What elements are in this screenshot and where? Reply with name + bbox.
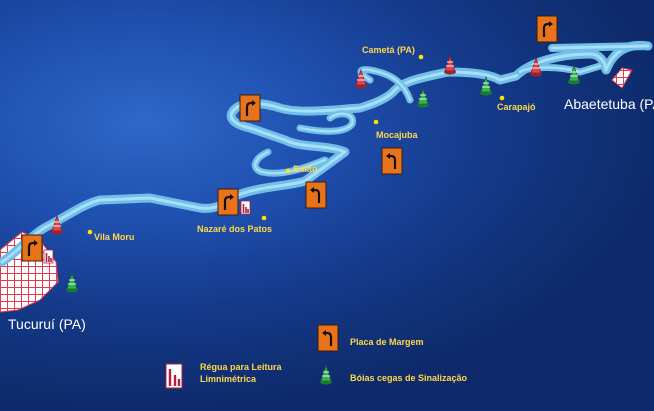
green-buoy-icon [65, 273, 79, 293]
city-dot-cameta [418, 54, 424, 60]
endpoint-label-tucurui: Tucuruí (PA) [8, 316, 86, 332]
endpoint-label-abaetetuba: Abaetetuba (PA [564, 96, 654, 112]
green-buoy-icon [416, 88, 430, 108]
warning-sign-icon [304, 180, 328, 210]
warning-sign-icon [380, 146, 404, 176]
city-label-carapajo: Carapajó [497, 102, 536, 112]
legend-sign-icon [316, 323, 340, 353]
city-label-baiao: Baião [293, 164, 318, 174]
city-label-cameta: Cametá (PA) [362, 45, 415, 55]
red-buoy-icon [443, 55, 457, 75]
city-dot-baiao [285, 168, 291, 174]
legend-label-placa: Placa de Margem [350, 337, 424, 347]
legend-buoy-icon [319, 365, 333, 385]
city-label-mocajuba: Mocajuba [376, 130, 418, 140]
warning-sign-icon [20, 233, 44, 263]
warning-sign-icon [216, 187, 240, 217]
gauge-ruler-icon [240, 200, 251, 215]
city-dot-vila-moru [87, 229, 93, 235]
city-dot-nazare [261, 215, 267, 221]
legend-label-boias: Bóias cegas de Sinalização [350, 373, 468, 383]
warning-sign-icon [238, 93, 262, 123]
legend-label-regua: Régua para Leitura Limnimétrica [200, 362, 282, 384]
legend-ruler-icon [165, 363, 183, 389]
warning-sign-icon [535, 14, 559, 44]
city-label-vila-moru: Vila Moru [94, 232, 135, 242]
city-label-nazare: Nazaré dos Patos [197, 224, 273, 234]
city-dot-mocajuba [373, 119, 379, 125]
gauge-ruler-icon [43, 249, 54, 264]
town-grid-icon [611, 67, 633, 89]
river-channel [0, 40, 653, 267]
city-dot-carapajo [499, 95, 505, 101]
